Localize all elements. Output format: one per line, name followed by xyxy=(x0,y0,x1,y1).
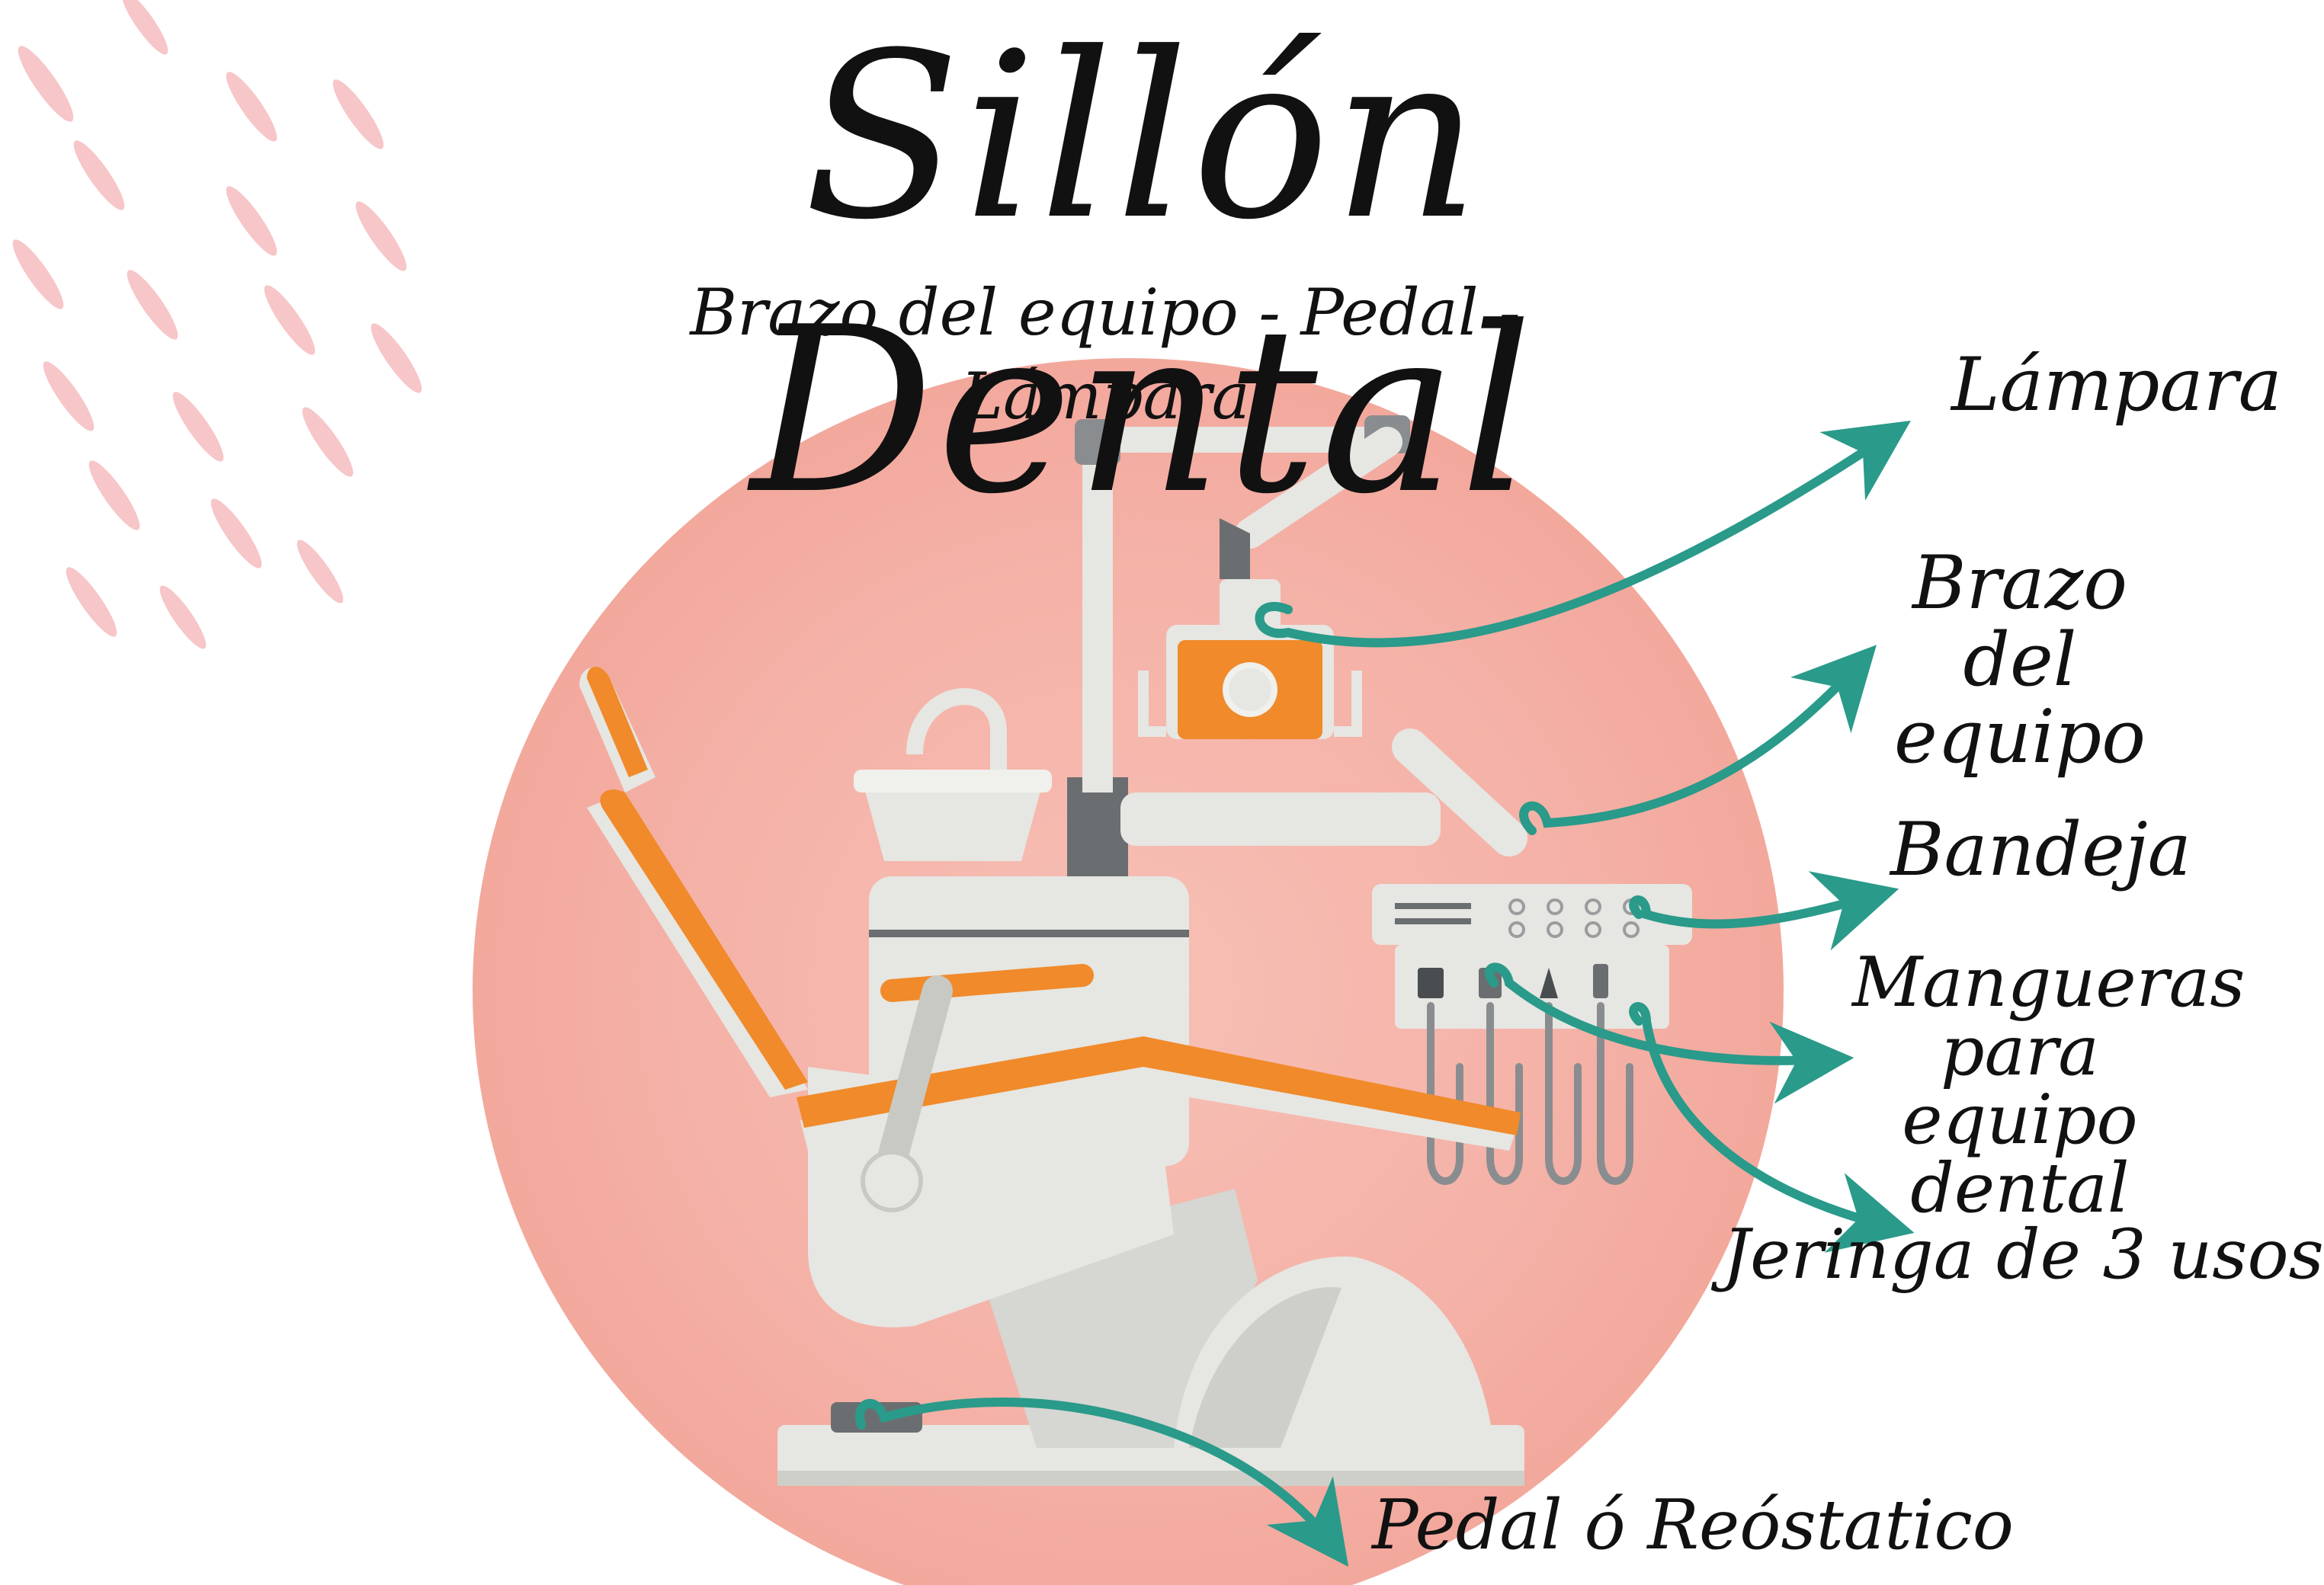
arrow-lampara xyxy=(1255,421,1911,648)
label-brazo-del-equipo: Brazo del equipo xyxy=(1893,540,2146,780)
arrow-jeringa xyxy=(1629,1002,1915,1254)
dental-lamp xyxy=(1138,579,1362,739)
brush-strokes-decoration xyxy=(12,0,422,649)
label-jeringa: Jeringa de 3 usos xyxy=(1723,1215,2324,1295)
dental-hoses xyxy=(1427,1002,1633,1185)
label-pedal: Pedal ó Reóstatico xyxy=(1372,1485,2014,1565)
arrow-pedal xyxy=(855,1397,1349,1567)
annotation-arrows xyxy=(855,421,1915,1567)
page-title: Sillón Dental xyxy=(750,4,1537,544)
arrow-bandeja xyxy=(1629,871,1899,951)
dental-chair-illustration xyxy=(579,415,1692,1486)
arrow-mangueras xyxy=(1484,962,1854,1104)
label-lampara: Lámpara xyxy=(1951,342,2282,427)
diagram-canvas xyxy=(12,0,1915,1585)
label-bandeja: Bandeja xyxy=(1890,807,2191,892)
page-subtitle: Brazo del equipo - Pedal - Lámpara xyxy=(690,275,1521,434)
label-mangueras: Mangueras para equipo dental xyxy=(1852,943,2245,1228)
arrow-brazo xyxy=(1519,645,1877,835)
